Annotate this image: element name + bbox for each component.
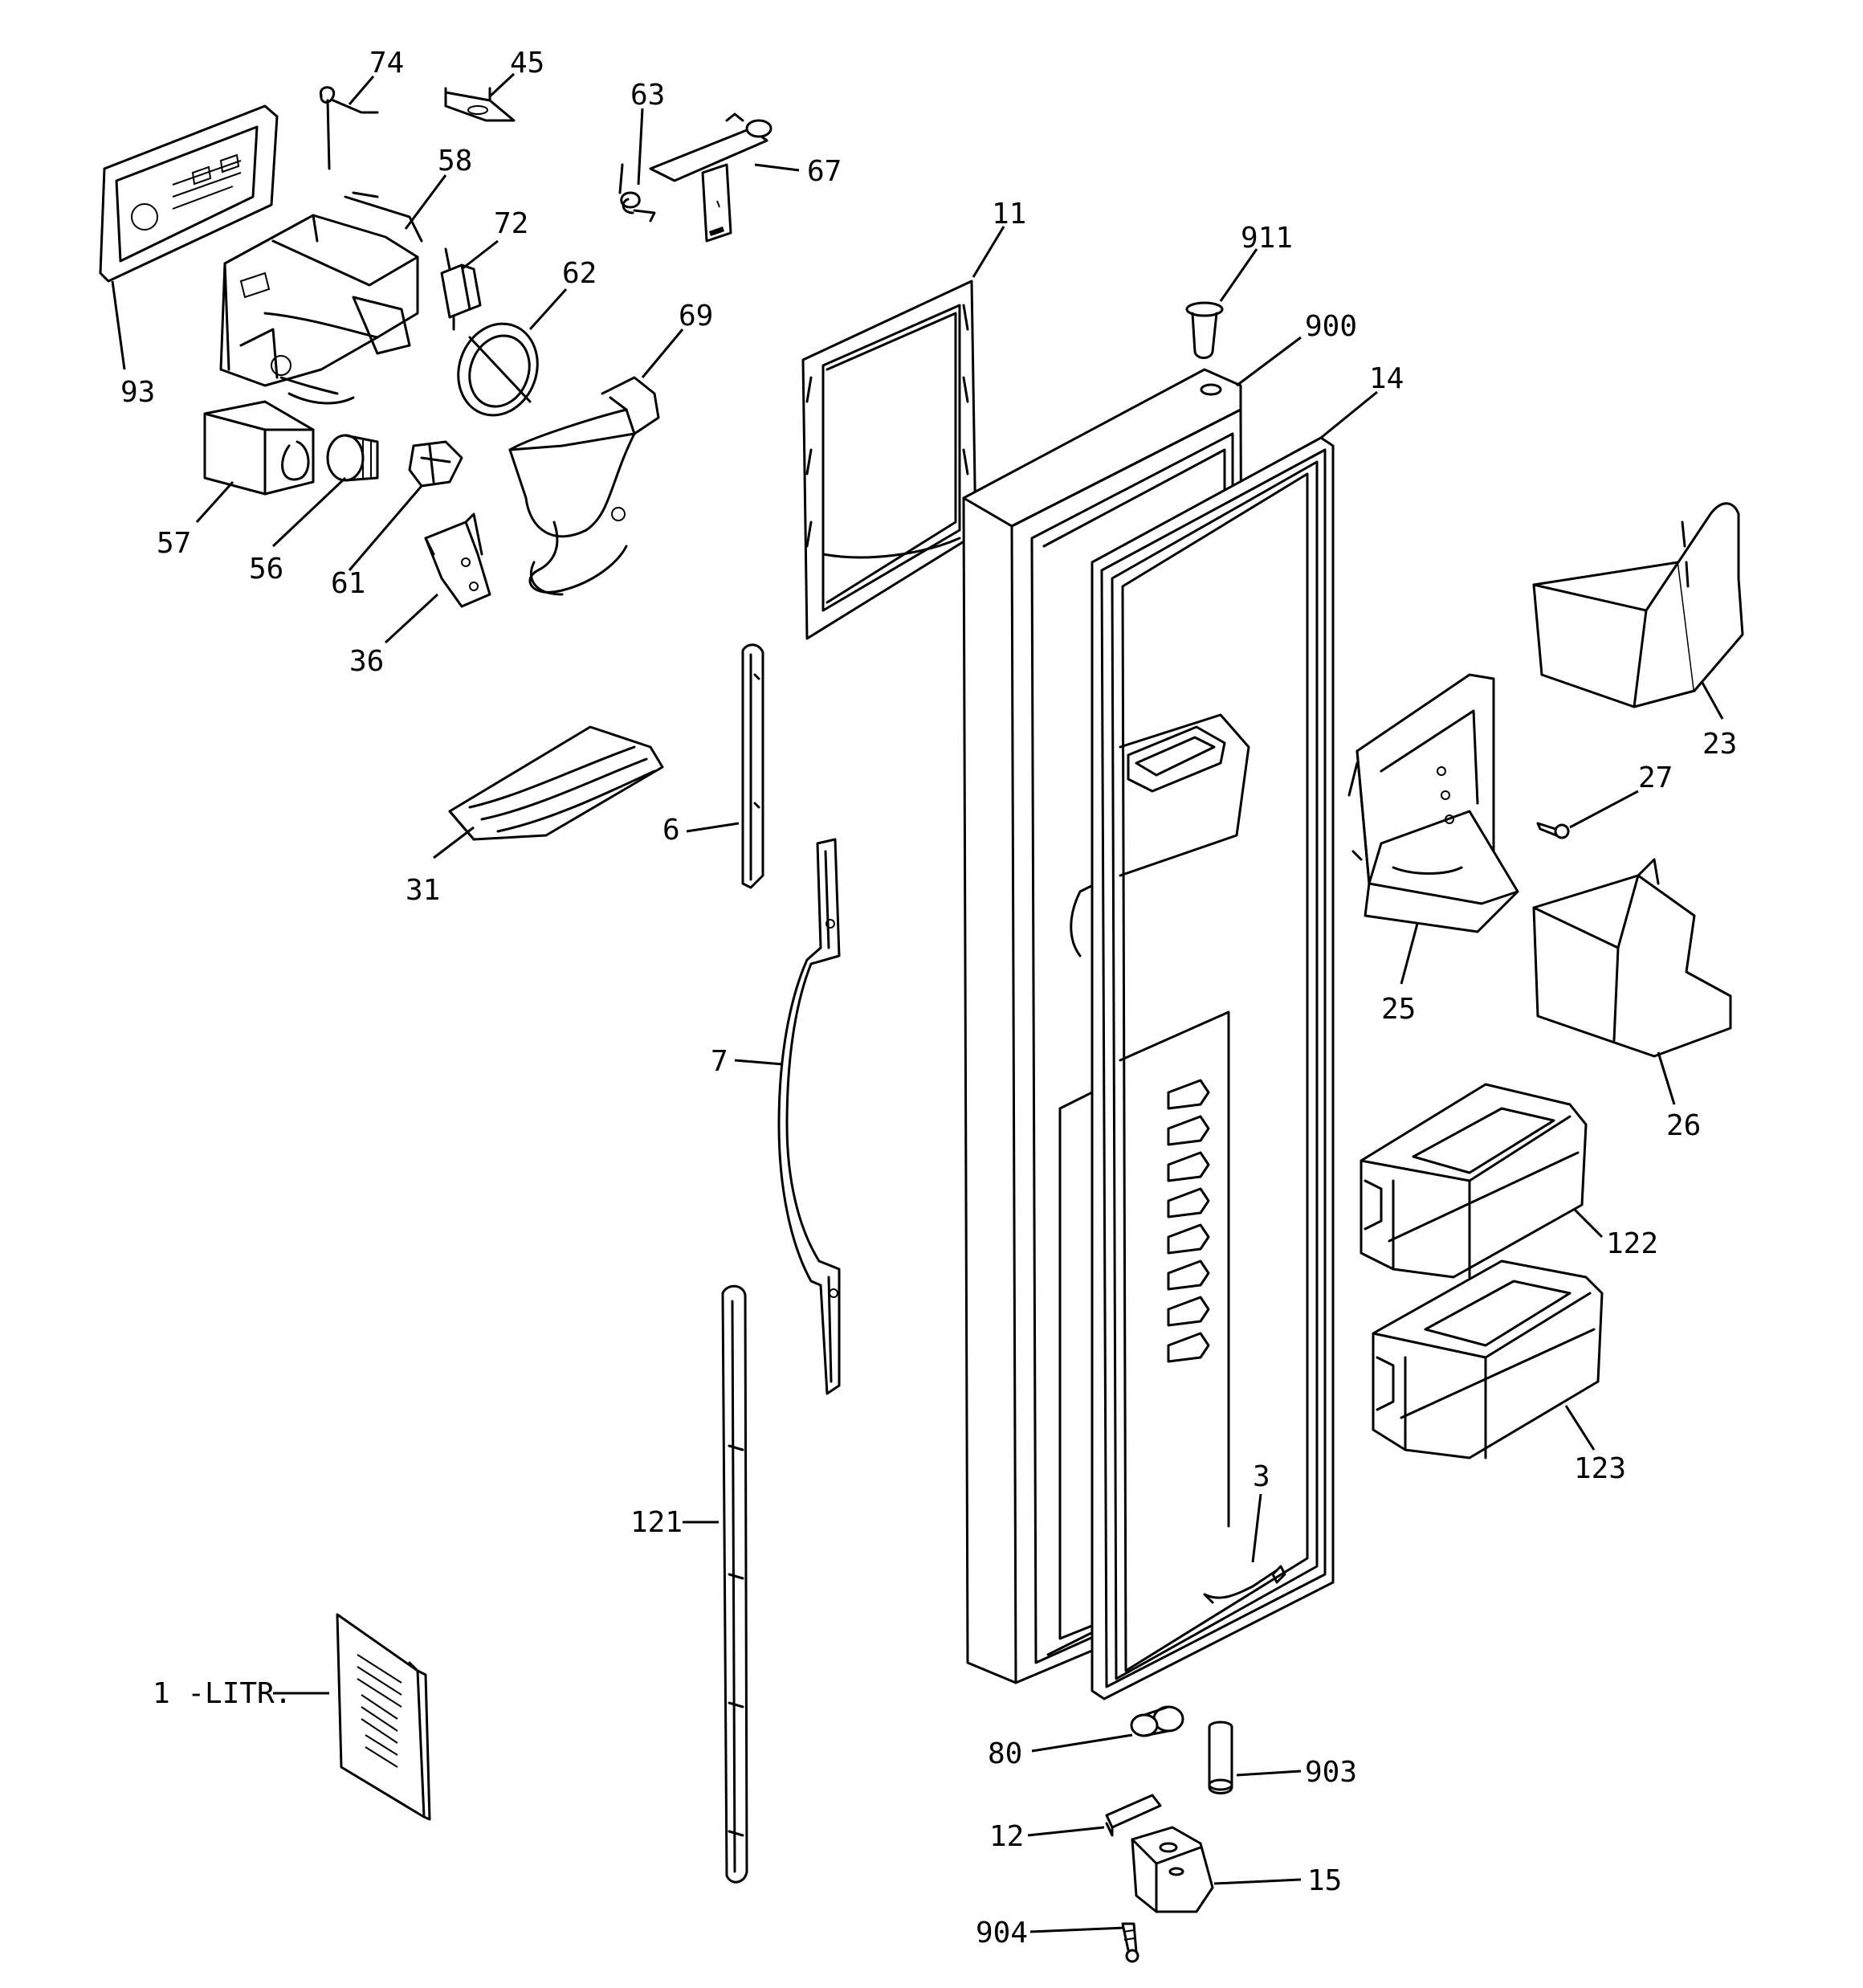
part-62-ring [457,322,539,417]
part-15-hinge [1131,1826,1214,1913]
callout-31: 31 [406,874,440,907]
callout-26: 26 [1666,1109,1701,1142]
part-122-door-bin [1360,1083,1588,1279]
callout-61: 61 [331,567,365,600]
part-31-drip-tray [448,725,664,841]
part-7-handle [777,838,841,1395]
part-121-trim [721,1284,748,1884]
callout-labels: 74 45 63 67 58 72 62 69 93 57 56 61 36 1… [120,47,1737,1949]
callout-23: 23 [1702,728,1737,761]
callout-80: 80 [988,1737,1022,1770]
callout-57: 57 [157,527,191,560]
callout-904: 904 [976,1917,1028,1949]
part-27-screw [1536,822,1570,839]
part-14-gasket [1090,436,1335,1700]
part-61-coupler [408,440,463,488]
callout-911: 911 [1241,222,1293,255]
part-45-bracket [444,87,516,122]
part-26-guard [1532,858,1732,1058]
callout-56: 56 [249,553,283,586]
part-3-wire [1203,1565,1286,1604]
callout-123: 123 [1574,1452,1626,1485]
part-23-bin-cover [1532,502,1744,708]
callout-11: 11 [992,198,1026,231]
callout-25: 25 [1381,993,1416,1026]
callout-14: 14 [1369,362,1404,395]
part-72-switch [440,247,482,331]
callout-45: 45 [510,47,544,80]
callout-74: 74 [369,47,404,80]
part-123-door-bin [1372,1259,1604,1459]
callout-93: 93 [120,376,155,409]
part-67-hinge [649,112,773,243]
part-12-plate [1105,1794,1162,1837]
callout-62: 62 [562,257,597,290]
callout-69: 69 [679,300,713,333]
callout-12: 12 [989,1820,1024,1853]
callout-900: 900 [1305,310,1357,343]
door-shelf-rails [1167,1079,1210,1363]
callout-63: 63 [630,79,665,112]
part-63-spring [618,163,656,222]
part-1-literature [336,1613,431,1821]
part-6-trim [741,643,764,889]
callout-72: 72 [494,207,528,240]
callout-27: 27 [1638,761,1673,794]
callout-6: 6 [662,814,680,847]
callout-58: 58 [438,145,472,178]
callout-3: 3 [1253,1460,1270,1493]
part-904-screw [1121,1922,1139,1963]
part-36-bracket [424,512,491,608]
callout-36: 36 [349,645,384,678]
leader-lines [111,72,1724,1933]
part-93-control-panel [99,104,279,283]
part-25-bin-bracket [1347,673,1519,933]
part-903-pin [1208,1721,1233,1794]
callout-121: 121 [630,1506,683,1539]
part-74-spring [319,86,379,170]
part-57-cover [203,400,315,496]
callout-15: 15 [1307,1864,1342,1897]
part-80-plug [1130,1705,1184,1737]
callout-903: 903 [1305,1756,1357,1789]
callout-122: 122 [1606,1227,1658,1260]
part-58-dispenser-housing [219,191,423,405]
part-56-motor [326,434,379,482]
callout-1-litr: 1 -LITR. [153,1677,291,1710]
part-911-bushing [1185,301,1224,359]
part-69-funnel [508,376,660,596]
callout-7: 7 [711,1045,728,1078]
part-11-dispenser-frame [801,280,977,640]
callout-67: 67 [807,155,842,188]
